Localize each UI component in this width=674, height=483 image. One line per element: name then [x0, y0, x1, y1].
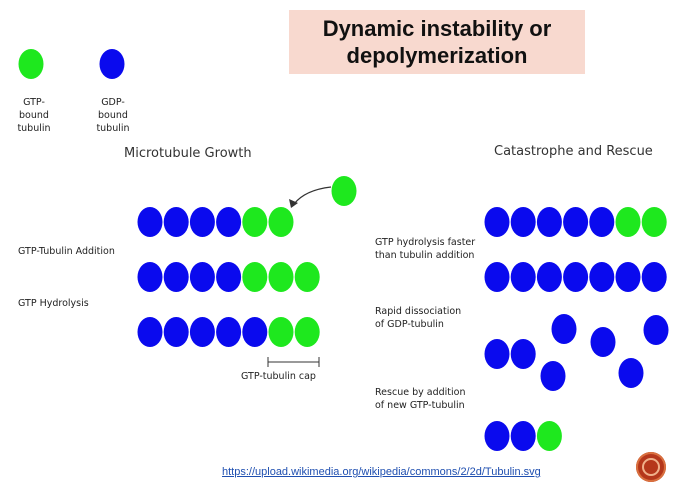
catastrophe-heading: Catastrophe and Rescue: [494, 144, 653, 159]
catastrophe-row2-tubulin: [615, 262, 641, 292]
growth-row1-tubulin: [189, 207, 215, 237]
catastrophe-row2-tubulin: [641, 262, 667, 292]
cap-bracket: [267, 357, 320, 367]
incoming-arrow: [293, 186, 332, 205]
rescue-row-tubulin: [536, 421, 562, 451]
growth-row2-tubulin: [163, 262, 189, 292]
catastrophe-row2-tubulin: [510, 262, 536, 292]
gdp-legend-label: GDP-bound tubulin: [96, 97, 130, 134]
growth-row3-tubulin: [294, 317, 320, 347]
faster-label: GTP hydrolysis faster than tubulin addit…: [375, 237, 476, 261]
growth-row1-tubulin: [268, 207, 294, 237]
catastrophe-row2-tubulin: [536, 262, 562, 292]
growth-row1-tubulin: [137, 207, 163, 237]
growth-row2-tubulin: [268, 262, 294, 292]
legend-gtp-tubulin: [18, 49, 44, 79]
growth-row2-tubulin: [216, 262, 242, 292]
arrowhead-icon: [289, 199, 298, 208]
dissociated-gdp-tubulin: [540, 361, 566, 391]
dissociated-gdp-tubulin: [590, 327, 616, 357]
catastrophe-remaining-tubulin: [510, 339, 536, 369]
catastrophe-row1-tubulin: [536, 207, 562, 237]
incoming-gtp-tubulin: [331, 176, 357, 206]
catastrophe-row1-tubulin: [615, 207, 641, 237]
rescue-row-tubulin: [510, 421, 536, 451]
growth-row1-tubulin: [242, 207, 268, 237]
growth-row3-tubulin: [189, 317, 215, 347]
growth-row1-tubulin: [216, 207, 242, 237]
catastrophe-row2-tubulin: [484, 262, 510, 292]
growth-row1-tubulin: [163, 207, 189, 237]
catastrophe-row1-tubulin: [563, 207, 589, 237]
dissociated-gdp-tubulin: [618, 358, 644, 388]
growth-row3-tubulin: [163, 317, 189, 347]
rescue-label: Rescue by addition of new GTP-tubulin: [375, 387, 466, 411]
logo-icon: [636, 452, 666, 482]
source-link[interactable]: https://upload.wikimedia.org/wikipedia/c…: [222, 466, 541, 478]
catastrophe-row2-tubulin: [563, 262, 589, 292]
catastrophe-remaining-tubulin: [484, 339, 510, 369]
dissociation-label: Rapid dissociation of GDP-tubulin: [375, 306, 462, 330]
dissociated-gdp-tubulin: [551, 314, 577, 344]
catastrophe-row2-tubulin: [589, 262, 615, 292]
growth-row2-tubulin: [137, 262, 163, 292]
growth-row2-tubulin: [294, 262, 320, 292]
rescue-row-tubulin: [484, 421, 510, 451]
catastrophe-row1-tubulin: [589, 207, 615, 237]
growth-row3-tubulin: [242, 317, 268, 347]
addition-label: GTP-Tubulin Addition: [18, 246, 115, 257]
growth-row3-tubulin: [216, 317, 242, 347]
legend-gdp-tubulin: [99, 49, 125, 79]
growth-row3-tubulin: [137, 317, 163, 347]
catastrophe-row1-tubulin: [484, 207, 510, 237]
growth-heading: Microtubule Growth: [124, 146, 252, 161]
slide-title-box: Dynamic instability or depolymerization: [289, 10, 585, 74]
catastrophe-row1-tubulin: [641, 207, 667, 237]
cap-label: GTP-tubulin cap: [241, 371, 316, 382]
slide-title: Dynamic instability or depolymerization: [322, 16, 552, 68]
catastrophe-row1-tubulin: [510, 207, 536, 237]
hydrolysis-label: GTP Hydrolysis: [18, 298, 89, 309]
growth-row2-tubulin: [242, 262, 268, 292]
dissociated-gdp-tubulin: [643, 315, 669, 345]
gtp-legend-label: GTP-bound tubulin: [17, 97, 51, 134]
growth-row3-tubulin: [268, 317, 294, 347]
growth-row2-tubulin: [189, 262, 215, 292]
